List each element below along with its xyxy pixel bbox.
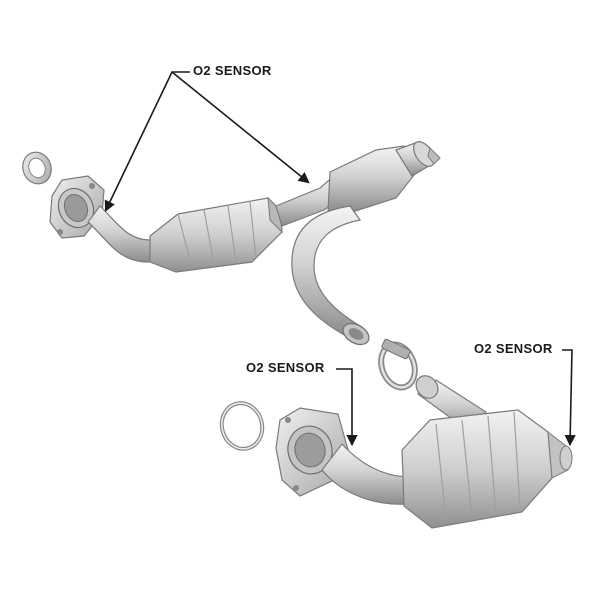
arrow-top-to-upper-flange: [104, 71, 190, 213]
upper-assembly: [22, 141, 441, 391]
gasket-ring-top: [22, 151, 52, 185]
o2-sensor-label-right: O2 SENSOR: [474, 341, 553, 356]
arrow-top-to-y-pipe: [171, 71, 310, 184]
catalytic-converter-lower: [401, 409, 573, 529]
o2-sensor-label-top: O2 SENSOR: [193, 63, 272, 78]
arrow-right-to-lower-outlet: [562, 349, 576, 447]
catalytic-converter-upper: [149, 196, 283, 273]
o2-sensor-label-left: O2 SENSOR: [246, 360, 325, 375]
arrow-left-to-lower-inlet: [336, 368, 358, 447]
lower-assembly: [219, 375, 573, 529]
y-pipe-outlet: [395, 141, 441, 177]
crossover-pipe: [291, 205, 362, 337]
gasket-ring-lower: [219, 401, 265, 451]
callout-arrows: [104, 71, 576, 447]
band-clamp: [378, 338, 418, 391]
flange-upper-left: [49, 175, 105, 239]
